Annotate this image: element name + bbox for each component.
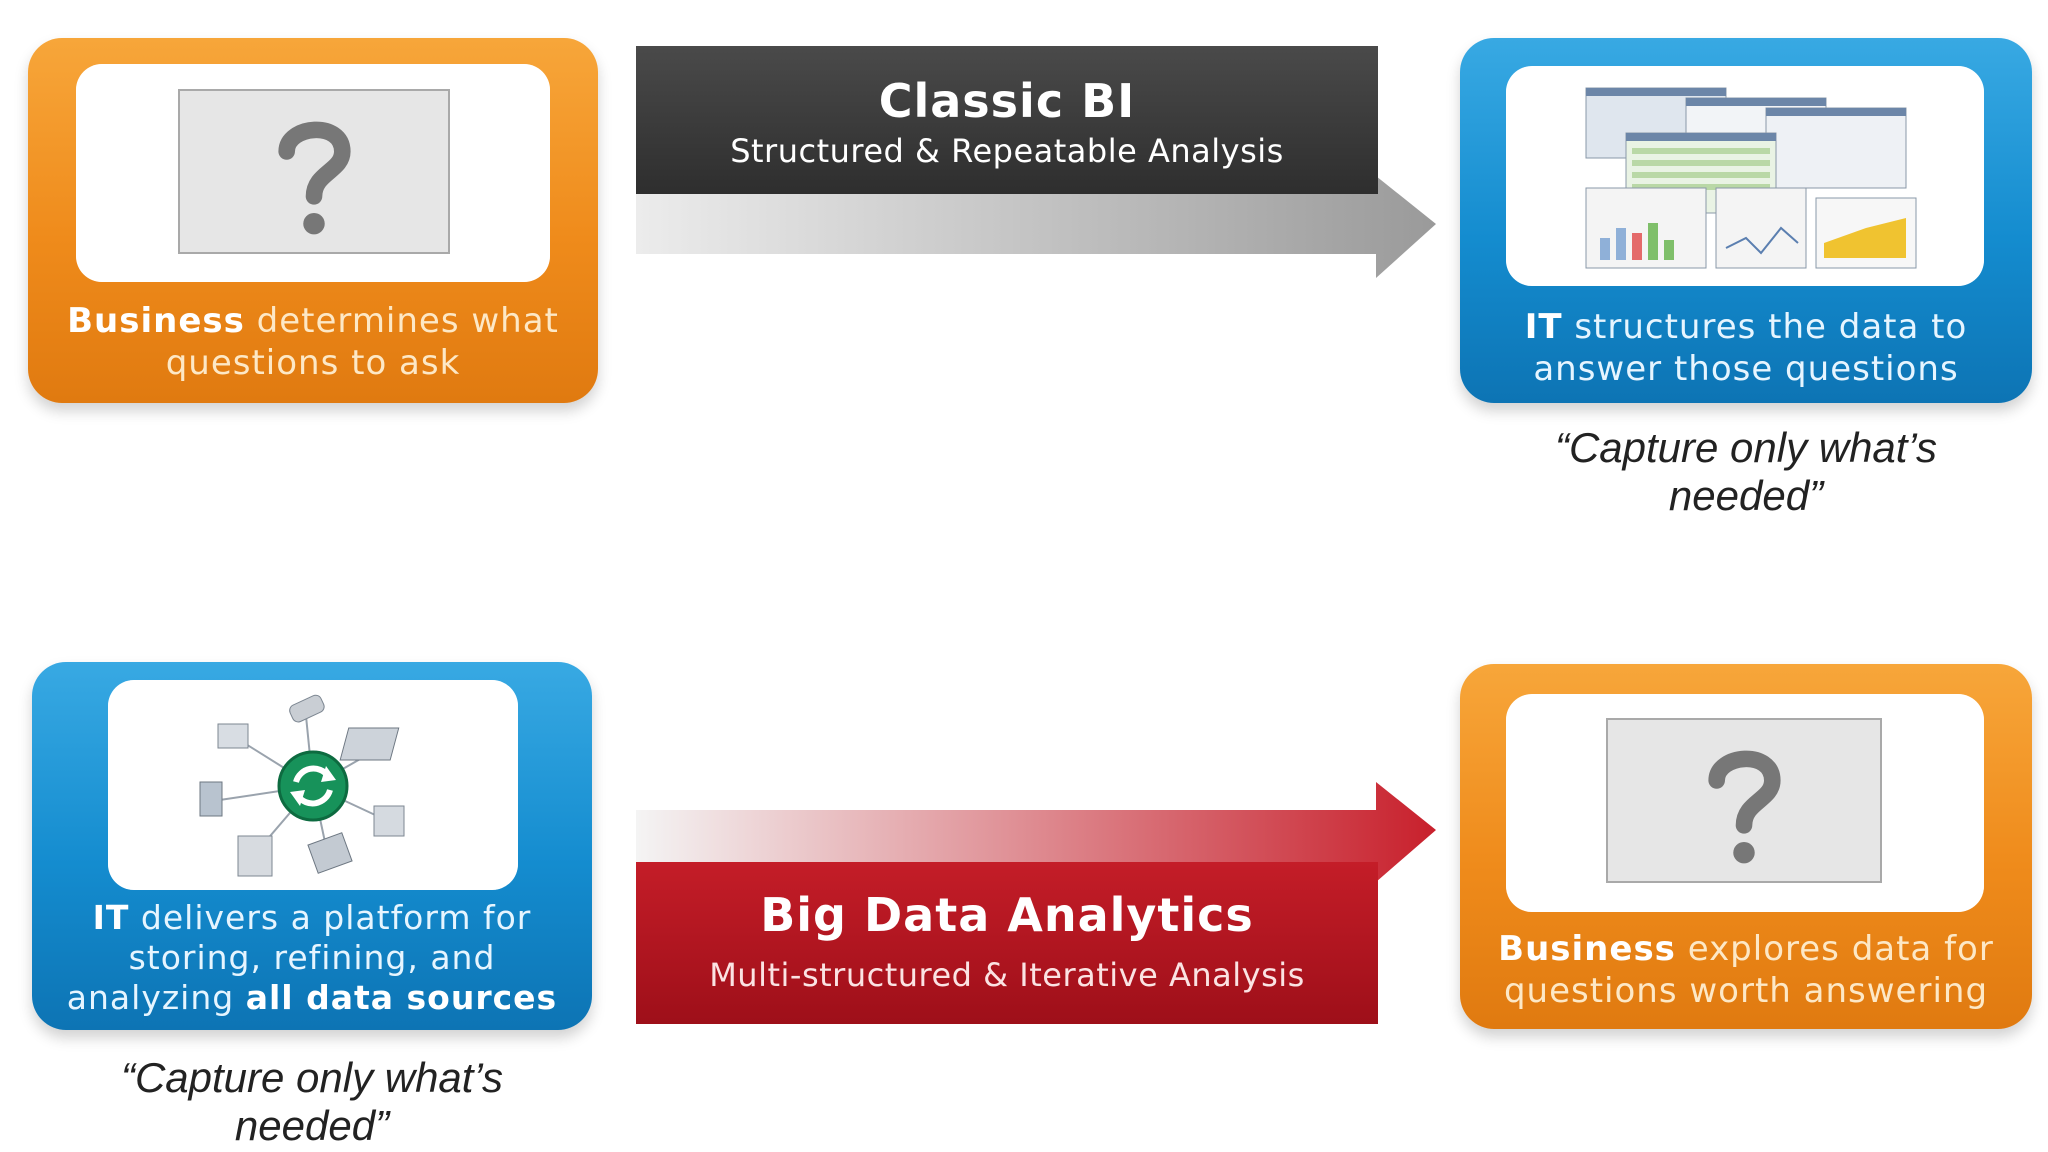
big-data-arrow	[636, 782, 1436, 882]
card-text-bold: IT	[92, 898, 130, 937]
big-data-title: Big Data Analytics	[760, 888, 1254, 942]
card-text-line: answer those questions	[1533, 349, 1959, 389]
quote-line: “Capture only what’s	[1554, 424, 1938, 471]
classic-bi-banner: Classic BI Structured & Repeatable Analy…	[636, 46, 1378, 194]
it-platform-text: IT delivers a platform for storing, refi…	[32, 898, 592, 1018]
business-questions-text: Business determines what questions to as…	[28, 300, 598, 384]
quote-line: “Capture only what’s	[120, 1054, 504, 1101]
it-structures-card: IT structures the data to answer those q…	[1460, 38, 2032, 403]
card-image-panel	[1506, 66, 1984, 286]
card-text-line: questions worth answering	[1503, 971, 1989, 1011]
card-text-line: explores data for	[1675, 929, 1994, 969]
card-text-bold: Business	[1498, 929, 1676, 969]
card-text-line: questions to ask	[165, 343, 461, 383]
classic-bi-quote: “Capture only what’s needed”	[1460, 424, 2032, 520]
card-image-panel	[108, 680, 518, 890]
card-text-bold: all data sources	[245, 978, 558, 1017]
card-text-line: analyzing	[66, 978, 246, 1017]
card-text-line: delivers a platform for	[129, 898, 532, 937]
business-questions-card: Business determines what questions to as…	[28, 38, 598, 403]
question-mark-icon	[1606, 718, 1882, 883]
quote-line: needed”	[1668, 472, 1824, 519]
card-text-bold: Business	[67, 301, 245, 341]
classic-bi-subtitle: Structured & Repeatable Analysis	[730, 132, 1284, 170]
quote-line: needed”	[234, 1102, 390, 1149]
card-text-bold: IT	[1524, 307, 1563, 347]
big-data-subtitle: Multi-structured & Iterative Analysis	[709, 956, 1305, 994]
network-sync-icon	[199, 694, 405, 877]
business-explores-card: Business explores data for questions wor…	[1460, 664, 2032, 1029]
classic-bi-arrow	[636, 176, 1436, 278]
dashboard-screenshots-icon	[1585, 87, 1917, 269]
business-explores-text: Business explores data for questions wor…	[1460, 928, 2032, 1012]
card-text-line: storing, refining, and	[128, 938, 496, 977]
big-data-quote: “Capture only what’s needed”	[32, 1054, 592, 1150]
it-structures-text: IT structures the data to answer those q…	[1460, 306, 2032, 390]
question-mark-icon	[178, 89, 450, 254]
card-image-panel	[1506, 694, 1984, 912]
big-data-banner: Big Data Analytics Multi-structured & It…	[636, 862, 1378, 1024]
classic-bi-title: Classic BI	[878, 74, 1136, 128]
card-text-line: determines what	[244, 301, 559, 341]
card-text-line: structures the data to	[1562, 307, 1968, 347]
it-platform-card: IT delivers a platform for storing, refi…	[32, 662, 592, 1030]
card-image-panel	[76, 64, 550, 282]
